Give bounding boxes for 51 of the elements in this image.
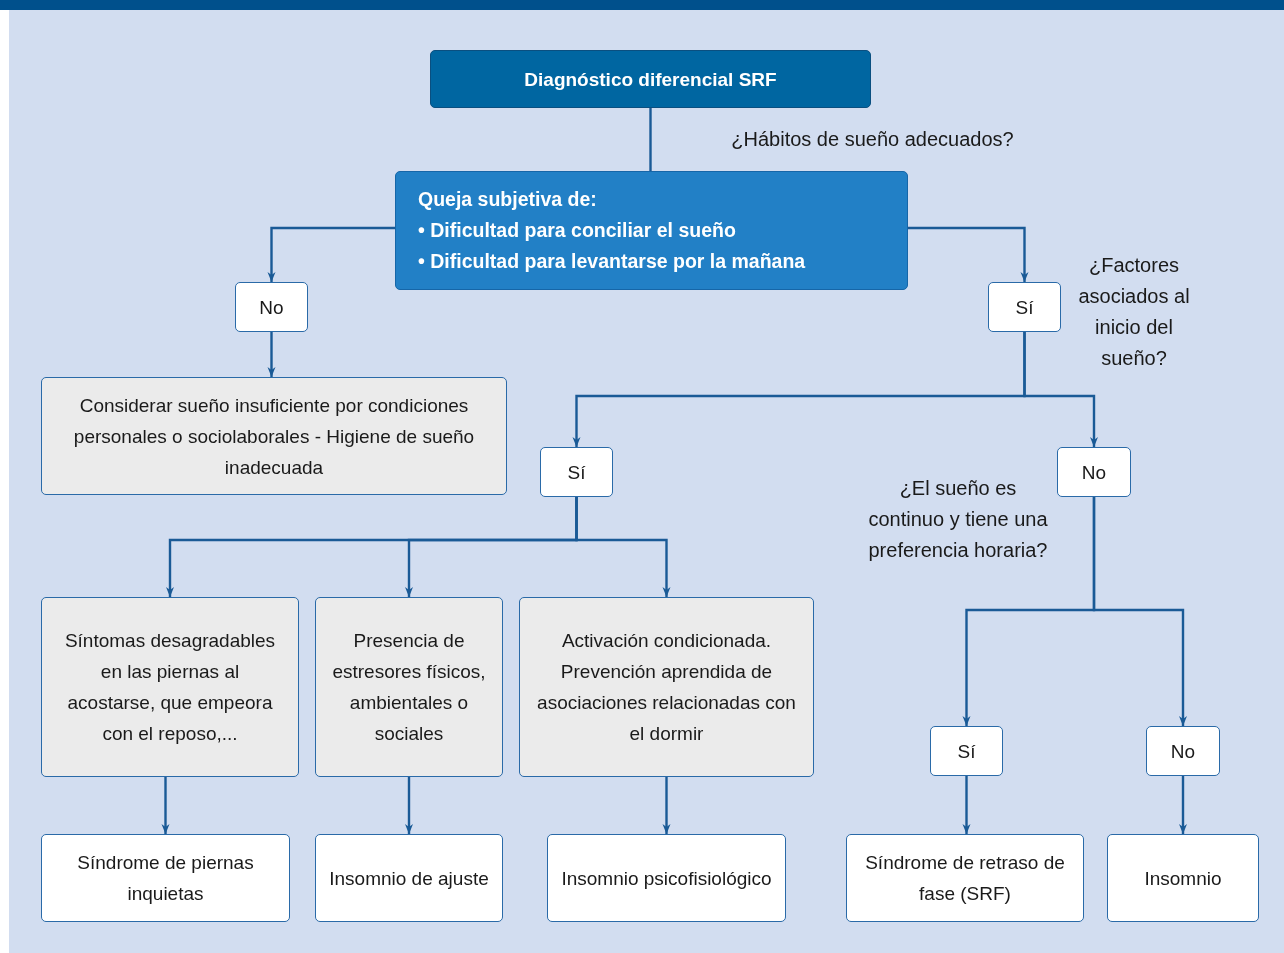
- bullet-item: • Dificultad para levantarse por la mañana: [418, 249, 806, 274]
- arrow: [267, 332, 276, 377]
- arrow: [405, 777, 413, 834]
- node-text: Insomnio de ajuste: [329, 866, 489, 891]
- node-text: Activación condicionada. Prevención aprendida de asociaciones relacionadas con el dormir: [536, 629, 797, 746]
- answer-box: [235, 282, 308, 332]
- node-text: Diagnóstico diferencial SRF: [524, 67, 777, 92]
- node-text: Síndrome de piernas inquietas: [76, 851, 255, 906]
- node-text: Insomnio psicofisiológico: [561, 866, 772, 891]
- finding-box: [41, 597, 299, 777]
- answer-box: [988, 282, 1061, 332]
- node-text: No: [1170, 739, 1196, 764]
- outcome-box: [846, 834, 1084, 922]
- node-text: Insomnio: [1144, 866, 1222, 891]
- answer-box: [930, 726, 1003, 776]
- arrow: [908, 226, 1029, 282]
- node-text: Síntomas desagradables en las piernas al acostarse, que empeora con el reposo,...: [63, 629, 277, 746]
- complaint-box: [395, 171, 908, 290]
- connector-line: [649, 108, 652, 171]
- title-box: [430, 50, 871, 108]
- finding-box: [41, 377, 507, 495]
- answer-box: [540, 447, 613, 497]
- node-text: Sí: [957, 739, 976, 764]
- node-text: Presencia de estresores físicos, ambientales o sociales: [331, 629, 487, 746]
- arrow: [161, 777, 170, 834]
- question-text: ¿Hábitos de sueño adecuados?: [730, 127, 1015, 152]
- arrow: [267, 226, 395, 282]
- arrow: [1092, 497, 1187, 726]
- answer-box: [1146, 726, 1220, 776]
- outcome-box: [1107, 834, 1259, 922]
- node-text: No: [259, 295, 284, 320]
- question-text: ¿El sueño es continuo y tiene una preferencia horaria?: [867, 476, 1049, 563]
- node-text: Considerar sueño insuficiente por condiciones personales o sociolaborales - Higiene de sueño inadecuada: [72, 393, 476, 480]
- arrow: [662, 777, 671, 834]
- outcome-box: [547, 834, 786, 922]
- question-text: ¿Factores asociados al inicio del sueño?: [1077, 253, 1191, 371]
- finding-box: [315, 597, 503, 777]
- node-text: Sí: [1015, 295, 1034, 320]
- node-text: Síndrome de retraso de fase (SRF): [864, 851, 1066, 906]
- node-text: No: [1081, 460, 1107, 485]
- arrow: [575, 497, 671, 597]
- heading-text: Queja subjetiva de:: [418, 187, 597, 212]
- finding-box: [519, 597, 814, 777]
- node-text: Sí: [567, 460, 586, 485]
- answer-box: [1057, 447, 1131, 497]
- outcome-box: [41, 834, 290, 922]
- bullet-item: • Dificultad para conciliar el sueño: [418, 218, 736, 243]
- arrow: [1023, 332, 1098, 447]
- outcome-box: [315, 834, 503, 922]
- arrow: [962, 776, 971, 834]
- arrow: [1179, 776, 1187, 834]
